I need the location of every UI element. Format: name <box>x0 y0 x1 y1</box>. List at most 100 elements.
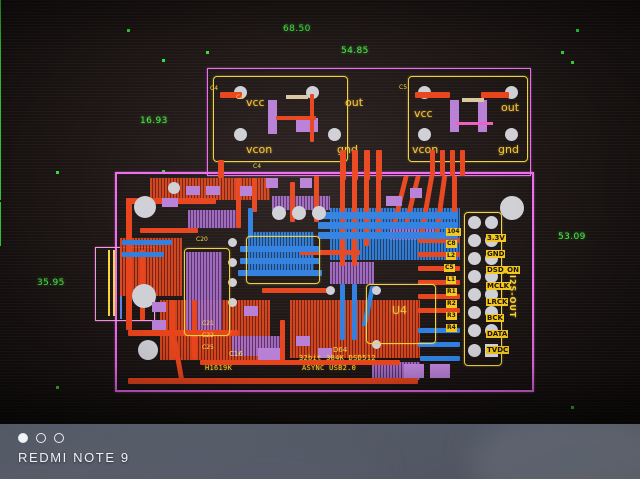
pad-array <box>188 210 236 228</box>
via <box>228 278 237 287</box>
smd-pad <box>430 364 450 378</box>
chip-u4-outline[interactable] <box>366 284 436 344</box>
dim-tick <box>576 29 579 32</box>
designator-r4: R4 <box>446 324 457 332</box>
chip-u1-outline[interactable] <box>184 248 230 336</box>
copper-track <box>314 176 319 222</box>
smd-pad <box>300 178 312 188</box>
copper-track <box>300 250 360 255</box>
silk-spec-line-1: 32bit 384K DSD512 <box>299 354 376 362</box>
header-pin-pad <box>468 344 481 357</box>
silk-part-left: H1619K <box>205 364 233 372</box>
copper-track <box>481 92 509 98</box>
via <box>312 206 326 220</box>
copper-track <box>450 150 455 176</box>
header-pin-pad <box>468 252 481 265</box>
dim-tick <box>162 59 165 62</box>
copper-track <box>200 360 400 365</box>
copper-track-bottom <box>318 232 458 239</box>
dim-line-top-offset <box>0 298 1 330</box>
watermark-dot-hollow <box>36 433 46 443</box>
designator-104: C4 <box>210 85 219 92</box>
copper-track <box>376 176 381 236</box>
header-label-tvdc: TVDC <box>486 346 510 354</box>
smd-pad <box>318 348 332 358</box>
via <box>372 340 381 349</box>
copper-track-bottom <box>248 208 253 238</box>
module-right-regulator[interactable] <box>408 76 528 162</box>
usb-shell-line <box>108 250 110 316</box>
module-pad-vcon <box>418 128 431 141</box>
dim-line-top-offset <box>0 248 1 298</box>
copper-track <box>280 320 285 364</box>
mounting-hole <box>138 340 158 360</box>
copper-track <box>418 238 460 243</box>
copper-track-bottom <box>418 328 460 333</box>
header-pin-pad <box>468 270 481 283</box>
dim-label-top-offset: 16.93 <box>140 116 168 126</box>
smd-pad <box>152 320 166 330</box>
via <box>228 298 237 307</box>
via <box>326 286 335 295</box>
smd-pad <box>296 336 310 346</box>
dim-label-overall-height: 53.09 <box>558 232 586 242</box>
copper-track <box>418 308 460 313</box>
copper-track-bottom <box>238 270 322 276</box>
copper-track <box>352 176 357 266</box>
module-label-vcon: vcon <box>246 143 273 156</box>
smd-pad <box>266 178 278 188</box>
copper-track-bottom <box>240 258 320 264</box>
module-pad-gnd <box>505 128 518 141</box>
watermark-dots <box>18 433 64 443</box>
designator-104: C4 <box>253 163 262 170</box>
designator-r2: R2 <box>446 300 457 308</box>
smd-pad <box>244 306 258 316</box>
copper-track <box>236 178 241 228</box>
designator-105: C5 <box>399 84 408 91</box>
copper-track <box>170 300 175 360</box>
smd-pad <box>386 196 402 206</box>
via <box>228 258 237 267</box>
copper-track <box>460 150 465 176</box>
smd-pad <box>152 302 166 312</box>
copper-track-bottom <box>240 246 320 252</box>
copper-track <box>376 150 382 180</box>
mounting-hole <box>134 196 156 218</box>
copper-track <box>340 150 346 180</box>
copper-track <box>126 200 132 330</box>
board-outline[interactable] <box>115 172 534 392</box>
copper-track <box>262 288 332 293</box>
designator-f2: 104 <box>446 228 461 236</box>
module-label-vcc: vcc <box>414 107 433 120</box>
module-pad-out <box>306 86 319 99</box>
header-label-mclk: MCLK <box>486 282 510 290</box>
copper-track <box>220 92 242 98</box>
header-label-data: DATA <box>486 330 509 338</box>
header-label-lrck: LRCK <box>486 298 509 306</box>
dim-tick <box>206 51 209 54</box>
via <box>272 206 286 220</box>
header-pin-pad <box>468 234 481 247</box>
header-pin-pad <box>485 216 498 229</box>
dim-tick <box>571 406 574 409</box>
copper-track-bottom <box>122 252 164 257</box>
copper-track <box>418 294 460 299</box>
dim-tick <box>56 171 59 174</box>
component-outline[interactable] <box>246 236 320 284</box>
designator-c16: C16 <box>229 350 243 358</box>
component-body <box>455 122 493 125</box>
copper-track <box>290 182 295 222</box>
pcb-cad-canvas[interactable]: 68.50 54.85 16.93 35.95 53.09 <box>0 0 640 424</box>
designator-c21: C21 <box>202 320 214 327</box>
copper-track <box>128 330 238 336</box>
smd-pad <box>258 348 280 360</box>
module-left-regulator[interactable] <box>213 76 348 162</box>
module-pad-gnd <box>328 128 341 141</box>
watermark-device-name: REDMI NOTE 9 <box>18 450 130 465</box>
designator-l1: L1 <box>446 276 456 284</box>
dim-tick <box>56 386 59 389</box>
via <box>168 182 180 194</box>
module-label-out: out <box>501 101 520 114</box>
designator-l2: L2 <box>446 252 456 260</box>
copper-track <box>128 378 418 384</box>
